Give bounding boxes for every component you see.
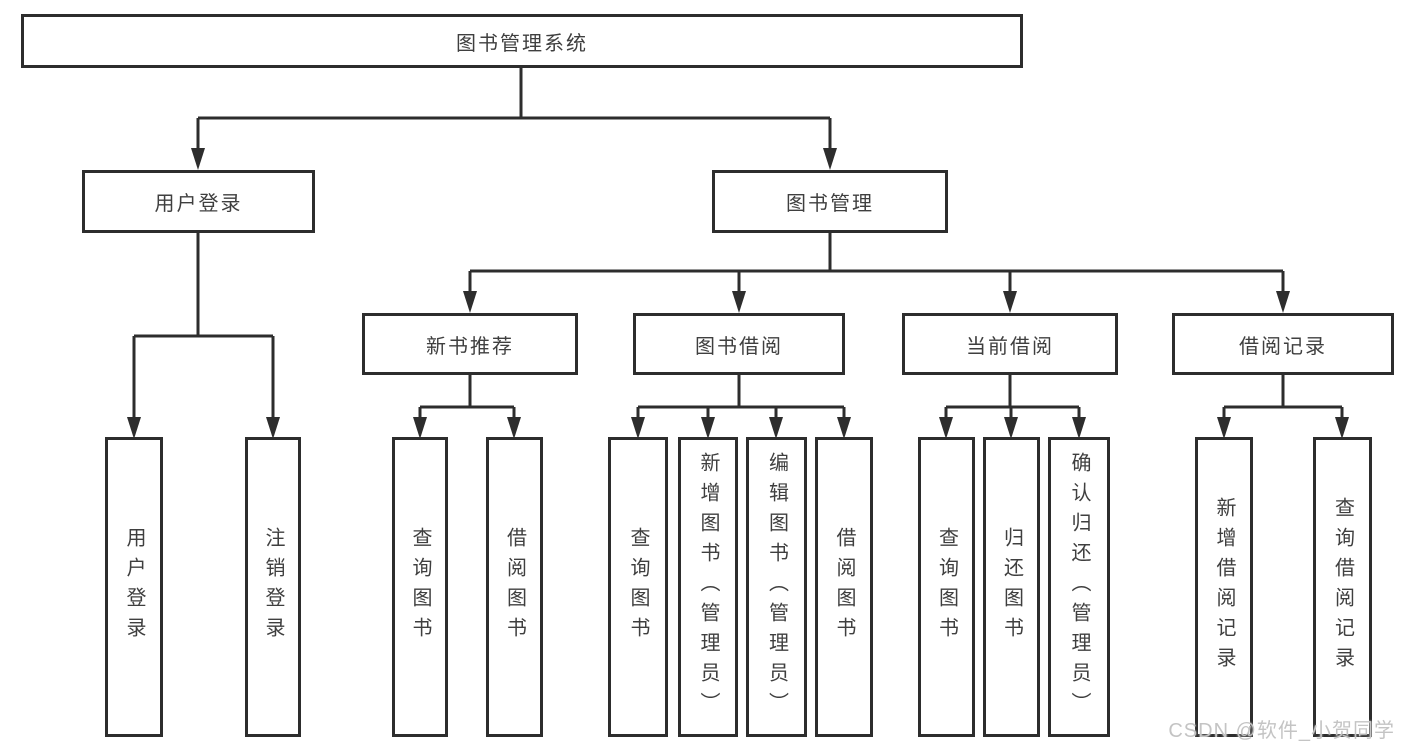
node-book-management: 图书管理 <box>712 170 948 233</box>
node-book-borrow: 图书借阅 <box>633 313 845 375</box>
leaf-confirm-return-admin: 确认归还（管理员） <box>1048 437 1110 737</box>
node-current-borrow: 当前借阅 <box>902 313 1118 375</box>
csdn-watermark: CSDN @软件_小贺同学 <box>1168 720 1395 742</box>
leaf-logout: 注销登录 <box>245 437 301 737</box>
node-library-system: 图书管理系统 <box>21 14 1023 68</box>
leaf-query-books-current: 查询图书 <box>918 437 975 737</box>
node-user-login: 用户登录 <box>82 170 315 233</box>
leaf-add-borrow-record: 新增借阅记录 <box>1195 437 1253 737</box>
leaf-borrow-books: 借阅图书 <box>815 437 873 737</box>
leaf-add-book-admin: 新增图书（管理员） <box>678 437 738 737</box>
leaf-borrow-books-recommend: 借阅图书 <box>486 437 543 737</box>
leaf-return-books: 归还图书 <box>983 437 1040 737</box>
node-new-book-recommend: 新书推荐 <box>362 313 578 375</box>
leaf-edit-book-admin: 编辑图书（管理员） <box>746 437 807 737</box>
leaf-query-books-recommend: 查询图书 <box>392 437 448 737</box>
leaf-query-borrow-record: 查询借阅记录 <box>1313 437 1372 737</box>
leaf-user-login: 用户登录 <box>105 437 163 737</box>
leaf-query-books-borrow: 查询图书 <box>608 437 668 737</box>
node-borrow-records: 借阅记录 <box>1172 313 1394 375</box>
